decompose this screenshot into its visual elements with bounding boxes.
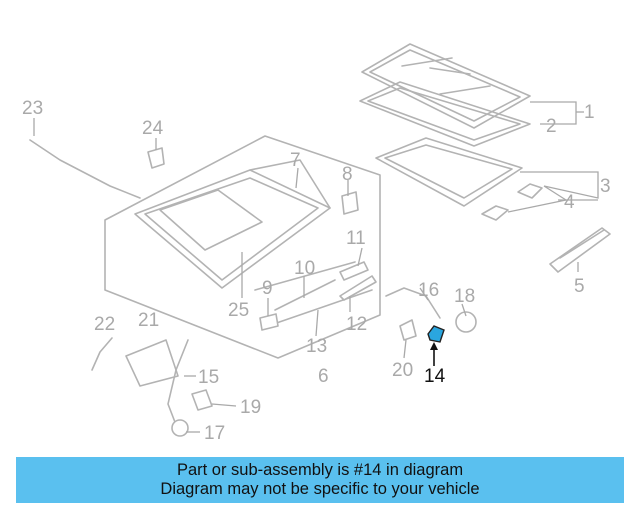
callout-18: 18	[454, 286, 475, 307]
sunroof-frame	[134, 159, 331, 289]
parts-diagram: 1 2 3 4 5 6 7 8 9 10 11 12 13 14 15 16 1…	[22, 43, 611, 444]
guide-rail	[549, 227, 611, 273]
rail-13	[261, 289, 373, 329]
bracket-9	[259, 313, 279, 331]
assembly-outline	[104, 135, 381, 359]
sunshade-panel	[375, 137, 523, 207]
callout-4: 4	[564, 192, 575, 213]
callout-14: 14	[424, 366, 446, 387]
callout-19: 19	[240, 397, 261, 418]
callout-12: 12	[346, 314, 367, 335]
drain-hose-16	[385, 287, 441, 319]
info-banner: Part or sub-assembly is #14 in diagram D…	[16, 457, 624, 503]
callout-2: 2	[546, 116, 557, 137]
sunshade-handles	[481, 183, 543, 221]
clamp-19	[191, 389, 213, 411]
callout-21: 21	[138, 310, 159, 331]
banner-line-2: Diagram may not be specific to your vehi…	[160, 480, 480, 498]
callout-23: 23	[22, 98, 43, 119]
bracket-11	[339, 261, 369, 281]
callout-17: 17	[204, 423, 225, 444]
hose-22	[91, 337, 113, 371]
callout-7: 7	[290, 150, 301, 171]
callout-13: 13	[306, 336, 327, 357]
callout-16: 16	[418, 280, 439, 301]
callout-1: 1	[584, 102, 595, 123]
callout-24: 24	[142, 118, 164, 139]
callout-25: 25	[228, 300, 249, 321]
callout-6: 6	[318, 366, 329, 387]
grommet-18	[455, 311, 477, 333]
callout-8: 8	[342, 164, 353, 185]
trim-24	[147, 147, 165, 169]
cable-10	[274, 279, 336, 311]
weatherstrip-23	[29, 139, 141, 199]
drain-hose-15	[167, 339, 189, 431]
callout-10: 10	[294, 258, 315, 279]
callout-3: 3	[600, 176, 611, 197]
module-21	[125, 339, 179, 387]
callout-5: 5	[574, 276, 585, 297]
drain-tube-13	[254, 261, 356, 291]
callout-11: 11	[346, 228, 366, 249]
clip-20	[399, 319, 417, 341]
banner-line-1: Part or sub-assembly is #14 in diagram	[176, 461, 464, 479]
clip-8	[341, 191, 359, 215]
grommet-17	[171, 419, 189, 437]
part-14-highlight[interactable]	[427, 325, 445, 366]
callout-15: 15	[198, 367, 219, 388]
motor-12	[339, 275, 377, 301]
callout-22: 22	[94, 314, 115, 335]
callout-20: 20	[392, 360, 413, 381]
glass-seal	[359, 81, 531, 147]
sunroof-glass-panel	[361, 43, 531, 129]
callout-9: 9	[262, 278, 273, 299]
